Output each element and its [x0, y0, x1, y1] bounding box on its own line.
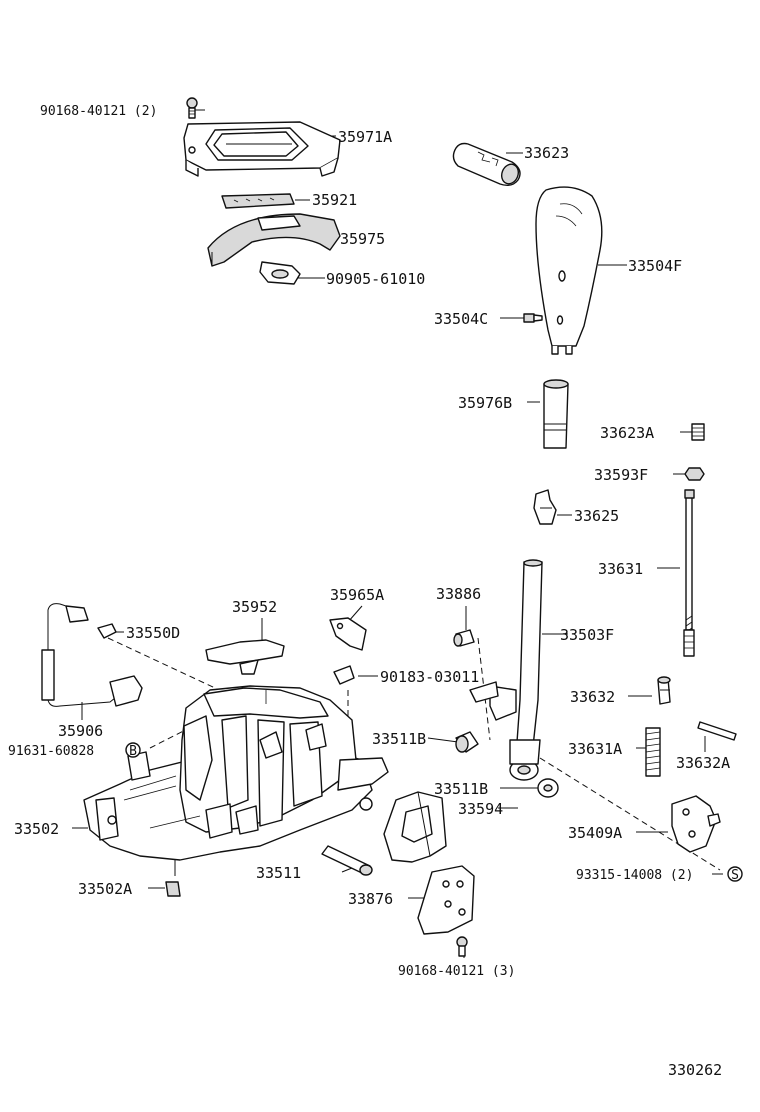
svg-text:B: B [129, 744, 137, 759]
screw-33504C [523, 313, 543, 323]
slide-cover-35975 [207, 213, 341, 267]
label-33504C: 33504C [434, 310, 488, 328]
bushing-33886 [453, 629, 475, 647]
label-33593F: 33593F [594, 466, 648, 484]
indicator-plate-35921 [221, 193, 295, 209]
label-33625: 33625 [574, 507, 619, 525]
label-33504F: 33504F [628, 257, 682, 275]
label-35975: 35975 [340, 230, 385, 248]
rod-33631 [683, 489, 695, 657]
label-33631: 33631 [598, 560, 643, 578]
label-93315: 93315-14008 (2) [576, 868, 693, 883]
label-35906: 35906 [58, 722, 103, 740]
label-90168-top: 90168-40121 (2) [40, 104, 157, 119]
label-33623A: 33623A [600, 424, 654, 442]
position-indicator-cover-35971A [183, 121, 341, 177]
label-33502A: 33502A [78, 880, 132, 898]
label-35971A: 35971A [338, 128, 392, 146]
pin-33632 [657, 676, 671, 705]
spring-33623A [691, 423, 705, 441]
figure-number: 330262 [668, 1061, 722, 1079]
bolt-90168-top [186, 97, 198, 119]
guide-35965A [329, 617, 367, 651]
pin-33632A [697, 721, 737, 741]
shift-base-33502 [83, 685, 389, 861]
bushing-33511B-a [455, 731, 479, 753]
label-90905: 90905-61010 [326, 270, 425, 288]
label-33503F: 33503F [560, 626, 614, 644]
label-35952: 35952 [232, 598, 277, 616]
clip-90183 [333, 665, 355, 685]
nut-33593F [684, 467, 705, 481]
bulb-33550D [97, 623, 117, 639]
label-33550D: 33550D [126, 624, 180, 642]
button-33623 [452, 142, 521, 187]
marker-b: B [125, 742, 141, 759]
label-33632: 33632 [570, 688, 615, 706]
label-33632A: 33632A [676, 754, 730, 772]
label-33502: 33502 [14, 820, 59, 838]
bracket-33594 [383, 791, 447, 863]
knob-sleeve-35976B [543, 379, 569, 449]
cable-35906 [41, 603, 143, 707]
bracket-35409A [671, 795, 721, 853]
label-33623: 33623 [524, 144, 569, 162]
label-35409A: 35409A [568, 824, 622, 842]
label-33886: 33886 [436, 585, 481, 603]
nut-33502A [165, 881, 181, 897]
shift-knob-33504F [535, 186, 603, 355]
label-33631A: 33631A [568, 740, 622, 758]
label-33594: 33594 [458, 800, 503, 818]
label-35921: 35921 [312, 191, 357, 209]
seal-90905 [259, 261, 301, 285]
label-35965A: 35965A [330, 586, 384, 604]
label-33876: 33876 [348, 890, 393, 908]
label-33511B-a: 33511B [372, 730, 426, 748]
plate-33876 [417, 865, 475, 935]
svg-text:S: S [731, 868, 739, 883]
label-90168-bottom: 90168-40121 (3) [398, 964, 515, 979]
shift-lever-33503F [469, 559, 543, 781]
indicator-35952 [205, 639, 285, 675]
label-33511B-b: 33511B [434, 780, 488, 798]
bushing-33511B-b [537, 778, 559, 798]
label-33511: 33511 [256, 864, 301, 882]
label-35976B: 35976B [458, 394, 512, 412]
label-91631: 91631-60828 [8, 744, 94, 759]
label-90183: 90183-03011 [380, 668, 479, 686]
marker-s: S [727, 866, 743, 883]
callout-labels: 90168-40121 (2) 35971A 35921 35975 90905… [8, 104, 730, 1079]
clip-33625 [533, 489, 557, 525]
pin-33511 [321, 845, 373, 876]
spring-33631A [645, 727, 661, 777]
bolt-90168-bottom [456, 936, 468, 957]
